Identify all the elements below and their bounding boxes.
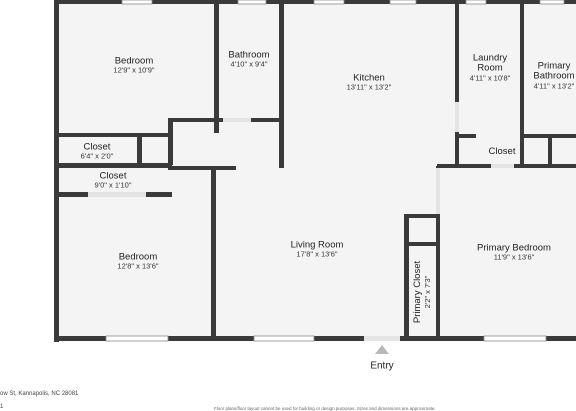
room-label-primary-closet: Primary Closet 2'2" x 7'3" bbox=[412, 261, 433, 323]
window-bathroom bbox=[237, 0, 267, 5]
wall-closet-b-bottom-right bbox=[146, 192, 172, 197]
room-name: Bedroom bbox=[118, 251, 158, 263]
room-dimensions: 11'9" x 13'6" bbox=[493, 253, 535, 263]
window-primary-bathroom bbox=[539, 0, 565, 5]
room-label-laundry: Laundry Room 4'11" x 10'8" bbox=[469, 52, 511, 83]
wall-bedroom-closet bbox=[54, 133, 172, 137]
exterior-wall-left bbox=[54, 0, 59, 342]
room-name-line1: Primary bbox=[537, 60, 571, 72]
wall-hall-left bbox=[168, 118, 173, 165]
window-bedroom-top bbox=[121, 0, 153, 5]
wall-bathroom-bottom-left bbox=[168, 118, 223, 122]
entry-arrow-icon bbox=[375, 345, 389, 354]
room-dimensions: 12'9" x 10'9" bbox=[113, 66, 155, 76]
room-label-bedroom-bottom: Bedroom 12'8" x 13'6" bbox=[117, 251, 159, 272]
room-dimensions: 12'8" x 13'6" bbox=[117, 262, 159, 272]
wall-closets-divider bbox=[54, 163, 172, 168]
room-name: Bedroom bbox=[114, 55, 154, 67]
wall-primary-closet-mid bbox=[404, 242, 440, 246]
room-name: Closet bbox=[99, 170, 127, 182]
room-dimensions: 13'11" x 13'2" bbox=[346, 83, 392, 93]
window-kitchen-1 bbox=[313, 0, 345, 5]
wall-closet-c-bottom-right bbox=[514, 164, 576, 168]
door-opening-closet-c bbox=[491, 164, 514, 168]
room-name-line1: Laundry bbox=[472, 52, 508, 64]
window-primary-bedroom bbox=[483, 335, 547, 342]
room-name-line2: Bathroom bbox=[533, 70, 575, 82]
room-dimensions: 6'4" x 2'0" bbox=[80, 152, 114, 162]
wall-primary-closet-left bbox=[404, 214, 409, 338]
room-label-primary-bathroom: Primary Bathroom 4'11" x 13'2" bbox=[533, 60, 575, 91]
wall-laundry-bottom bbox=[455, 134, 476, 138]
room-label-bathroom: Bathroom 4'10" x 9'4" bbox=[228, 49, 270, 70]
room-name-line2: Room bbox=[477, 62, 503, 74]
wall-closet-a-right bbox=[137, 133, 142, 165]
entry-label: Entry bbox=[370, 360, 394, 372]
wall-closet-b-bottom-left bbox=[54, 192, 88, 197]
room-name: Closet bbox=[83, 141, 111, 153]
disclaimer-text: Floor plans/floor layout cannot be used … bbox=[214, 406, 436, 411]
door-opening-entry bbox=[364, 336, 400, 341]
room-label-living-room: Living Room 17'8" x 13'6" bbox=[290, 239, 344, 260]
window-bedroom-bottom bbox=[105, 335, 169, 342]
wall-bathroom-bottom-right bbox=[251, 118, 283, 122]
wall-primary-bedroom-left bbox=[436, 166, 440, 338]
room-dimensions: 4'11" x 13'2" bbox=[533, 81, 575, 91]
wall-closet-c-right bbox=[548, 136, 552, 168]
room-dimensions: 4'10" x 9'4" bbox=[230, 60, 268, 70]
room-label-primary-bedroom: Primary Bedroom 11'9" x 13'6" bbox=[477, 242, 551, 263]
room-label-kitchen: Kitchen 13'11" x 13'2" bbox=[346, 72, 392, 93]
room-name: Living Room bbox=[290, 239, 344, 251]
room-label-closet-b: Closet 9'0" x 1'10" bbox=[94, 170, 132, 191]
wall-hall-bottom bbox=[168, 166, 236, 170]
room-dimensions: 17'8" x 13'6" bbox=[296, 250, 338, 260]
room-label-closet-c: Closet bbox=[488, 145, 516, 157]
room-label-bedroom-top: Bedroom 12'9" x 10'9" bbox=[113, 55, 155, 76]
wall-closet-c-bottom-left bbox=[437, 164, 491, 168]
wall-kitchen-laundry bbox=[455, 0, 459, 102]
room-name: Closet bbox=[488, 145, 516, 157]
room-name: Primary Bedroom bbox=[477, 242, 551, 254]
door-opening-closet-b bbox=[88, 192, 146, 197]
room-name: Kitchen bbox=[353, 72, 385, 84]
room-dimensions: 9'0" x 1'10" bbox=[94, 181, 132, 191]
window-laundry bbox=[465, 0, 487, 5]
wall-bathroom-kitchen bbox=[279, 0, 284, 168]
page-number: 1 bbox=[0, 404, 4, 410]
room-dimensions: 2'2" x 7'3" bbox=[423, 275, 433, 309]
window-living-room bbox=[253, 335, 315, 342]
floor-area bbox=[58, 3, 576, 338]
wall-bedroom-living bbox=[211, 166, 216, 338]
room-dimensions: 4'11" x 10'8" bbox=[469, 73, 511, 83]
wall-primary-closet-top bbox=[404, 214, 440, 218]
wall-bedroom-bathroom bbox=[214, 0, 219, 133]
room-label-closet-a: Closet 6'4" x 2'0" bbox=[80, 141, 114, 162]
window-kitchen-2 bbox=[389, 0, 417, 5]
exterior-wall-bottom bbox=[54, 336, 576, 341]
door-opening-kitchen-laundry bbox=[455, 102, 459, 132]
room-name: Bathroom bbox=[228, 49, 270, 61]
wall-laundry-bathroom bbox=[520, 0, 524, 168]
door-opening-bathroom bbox=[223, 118, 251, 122]
wall-laundry-closet-left bbox=[455, 132, 459, 168]
door-opening-primary-bedroom bbox=[436, 168, 440, 214]
address-text: ow St, Kannapolis, NC 28081 bbox=[0, 391, 79, 397]
